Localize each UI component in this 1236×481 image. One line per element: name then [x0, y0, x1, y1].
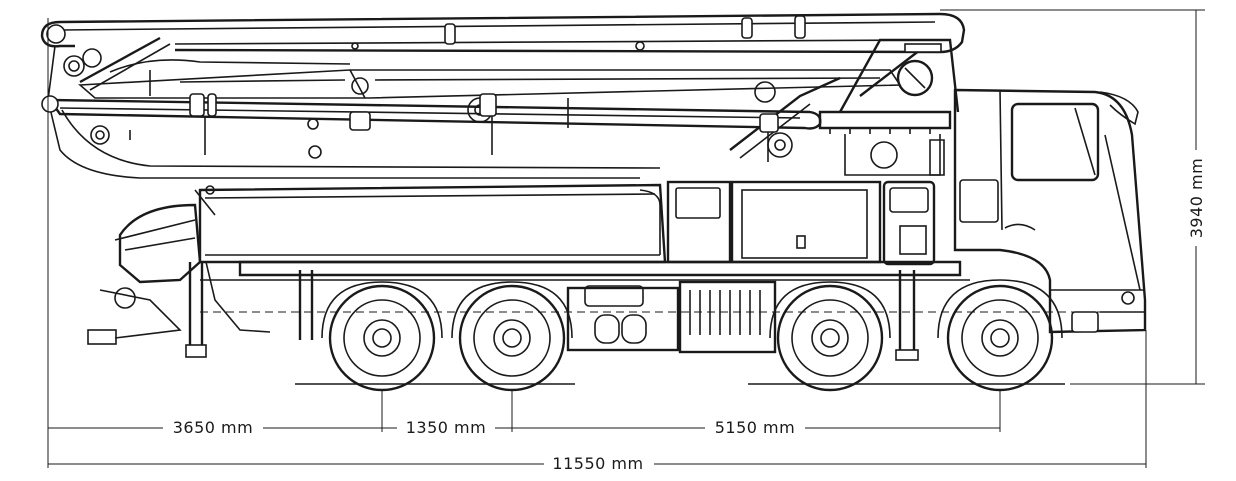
dim-3940: 3940 mm [1187, 158, 1206, 238]
wheels [200, 279, 1140, 392]
concrete-pump-boom [40, 12, 966, 179]
wheel-axle-4 [937, 279, 1063, 392]
wheel-axle-3 [769, 281, 891, 392]
truck-chassis-body [87, 180, 970, 361]
dim-1350: 1350 mm [406, 418, 486, 437]
dimension-labels: 3650 mm 1350 mm 5150 mm 11550 mm 3940 mm [163, 150, 1208, 474]
wheel-axle-2 [451, 281, 573, 392]
dim-3650: 3650 mm [173, 418, 253, 437]
dim-11550: 11550 mm [552, 454, 643, 473]
dim-5150: 5150 mm [715, 418, 795, 437]
wheel-axle-1 [321, 281, 443, 392]
truck-cab [953, 88, 1147, 334]
